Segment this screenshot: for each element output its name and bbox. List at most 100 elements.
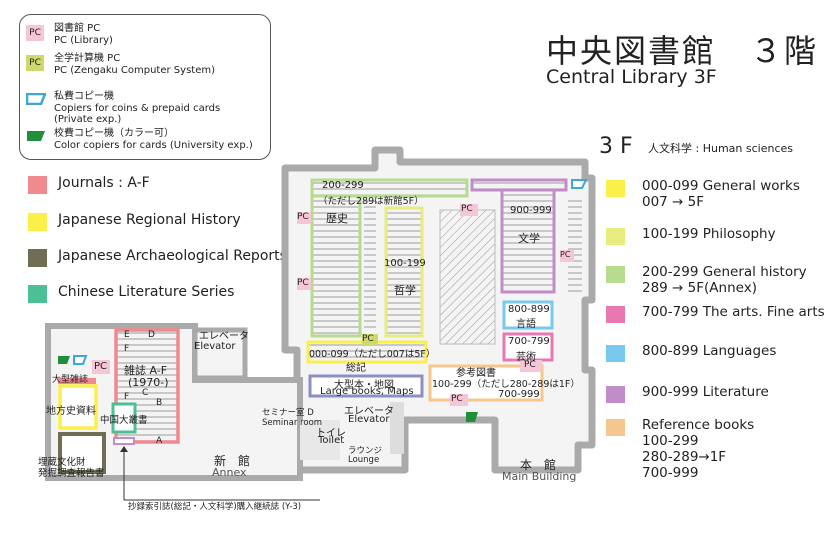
shelf-chinese-literature [111, 402, 137, 434]
icon-legend: PC 図書館 PC PC (Library) PC 全学計算機 PC PC (Z… [19, 14, 271, 160]
swatch [606, 306, 625, 323]
copier-color-icon [58, 356, 70, 364]
legend-label: 図書館 PC [54, 23, 101, 34]
shelf-abstracts [113, 437, 135, 445]
label-elevator-annex-en: Elevator [194, 341, 236, 352]
swatch [28, 249, 47, 267]
annex-elevator-room [192, 327, 248, 381]
label-reference: 参考図書 [456, 368, 496, 379]
copier-color-icon [466, 412, 478, 422]
shelf-200-299-left [310, 194, 362, 338]
shelf-large-books [308, 374, 424, 398]
shelf-journals [114, 328, 180, 444]
label-reference-range: 100-299（ただし280-289は1F） [432, 379, 580, 390]
legend-label: 700-799 The arts. Fine arts [642, 304, 825, 320]
label-journal-a: A [156, 436, 163, 446]
copier-private-icon [571, 179, 588, 189]
closed-stacks [439, 209, 496, 345]
legend-label: 100-199 Philosophy [642, 226, 776, 242]
pc-library-icon [297, 212, 311, 224]
label-literature: 文学 [518, 232, 540, 245]
pc-library-label: PC [297, 278, 309, 288]
legend-label: PC (Library) [54, 35, 113, 46]
legend-label: 200-299 General history [642, 264, 807, 280]
label-large-books-jp: 大型本・地図 [334, 380, 394, 391]
label-main-building-en: Main Building [502, 470, 577, 483]
pc-library-label: PC [94, 361, 108, 372]
label-toilet-en: Toilet [318, 435, 345, 446]
label-200-note: （ただし289は新館5F） [318, 196, 424, 207]
label-annex-en: Annex [212, 466, 247, 479]
label-journal-f: F [124, 392, 130, 402]
leader-arrow [120, 446, 128, 452]
label-lounge-en: Lounge [348, 455, 380, 465]
legend-label: Japanese Regional History [58, 212, 241, 228]
label-philosophy: 哲学 [394, 284, 416, 297]
label-regional-history: 地方史資料 [46, 406, 96, 417]
copier-private-icon [73, 355, 88, 365]
shelf-column [364, 198, 376, 332]
pc-zengaku-icon [362, 334, 378, 346]
legend-label: 007 → 5F [642, 194, 705, 210]
pc-library-icon [460, 204, 478, 216]
pc-library-label: PC [451, 394, 463, 404]
swatch [28, 285, 47, 303]
label-journals: 雑誌 A-F [124, 364, 168, 377]
legend-label: 校費コピー機（カラー可） [54, 128, 174, 139]
seminar-room-d [300, 420, 340, 460]
label-general-works: 総記 [346, 363, 366, 374]
shelf-200-299-top [310, 178, 469, 198]
label-journal-b: B [156, 398, 163, 408]
floor-subtitle: 人文科学 : Human sciences [648, 142, 793, 155]
legend-label: Journals : A-F [58, 175, 150, 191]
legend-label: 私費コピー機 [54, 91, 114, 102]
copier-private-icon [26, 93, 46, 105]
legend-label: Copiers for coins & prepaid cards [54, 103, 221, 114]
legend-label: 100-299 [642, 433, 699, 449]
label-languages: 言語 [516, 319, 536, 330]
label-large-journals: 大型雑誌 [52, 375, 89, 385]
stairs [390, 402, 404, 454]
legend-label: 289 → 5F(Annex) [642, 280, 757, 296]
swatch [606, 419, 625, 436]
label-000-099: 000-099（ただし007は5F） [309, 349, 436, 360]
legend-label: Reference books [642, 417, 755, 433]
page-title: 中央図書館 ３階 [546, 32, 819, 70]
label-200-299: 200-299 [322, 180, 364, 191]
legend-label: (Private exp.) [54, 114, 122, 125]
label-100-199: 100-199 [384, 258, 426, 269]
legend-label: Japanese Archaeological Reports [58, 248, 287, 264]
swatch [606, 228, 625, 245]
legend-label: 900-999 Literature [642, 384, 769, 400]
label-elevator-main-jp: エレベータ [344, 406, 394, 417]
label-800-899: 800-899 [508, 304, 550, 315]
label-chinese-literature: 中国大叢書 [100, 415, 148, 426]
pc-library-icon [297, 278, 311, 290]
legend-label: 700-999 [642, 465, 699, 481]
pc-library-label: PC [524, 360, 536, 370]
label-toilet-jp: トイレ [316, 428, 346, 439]
pc-library-label: PC [297, 212, 309, 222]
legend-label: Color copiers for cards (University exp.… [54, 140, 253, 151]
swatch [28, 176, 47, 194]
shelf-column [568, 196, 582, 296]
label-archaeological-2: 発掘調査報告書 [38, 468, 105, 479]
legend-label: 000-099 General works [642, 178, 800, 194]
label-annex-jp: 新 館 [214, 454, 251, 468]
swatch [28, 213, 47, 231]
pc-zengaku-icon: PC [26, 55, 44, 71]
swatch [606, 345, 625, 362]
label-lounge-jp: ラウンジ [348, 446, 383, 456]
page-subtitle: Central Library 3F [546, 66, 717, 88]
pc-library-label: PC [560, 250, 571, 259]
label-reference-700: 700-999 [498, 389, 540, 400]
swatch [606, 386, 625, 403]
label-journal-e: E [124, 330, 130, 340]
shelf-700-799 [502, 332, 554, 362]
shelf-100-199 [384, 206, 424, 338]
legend-label: 280-289→1F [642, 449, 727, 465]
pc-library-icon [92, 360, 110, 374]
label-900-999: 900-999 [510, 205, 552, 216]
shelf-archaeological-reports [58, 432, 106, 474]
